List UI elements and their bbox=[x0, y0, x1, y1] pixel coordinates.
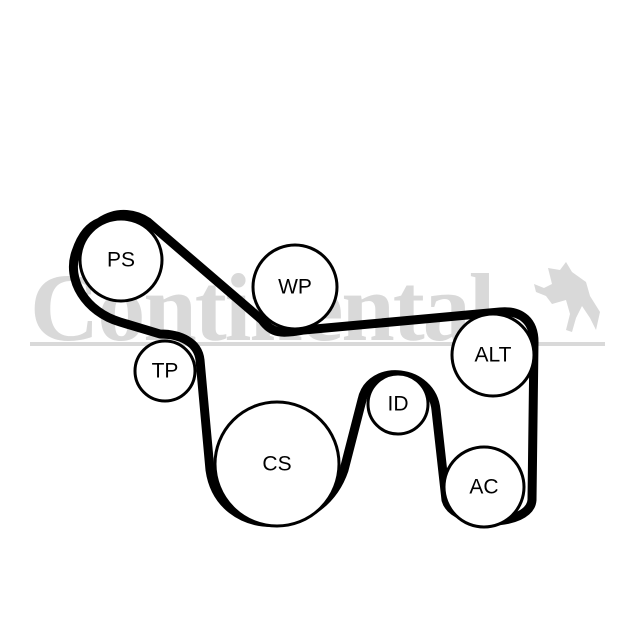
horse-icon bbox=[534, 262, 600, 332]
pulley-ps: PS bbox=[78, 217, 164, 303]
pulley-ac: AC bbox=[442, 445, 526, 529]
pulley-ps-label: PS bbox=[107, 249, 135, 272]
pulley-alt: ALT bbox=[450, 312, 536, 398]
pulley-wp-label: WP bbox=[278, 276, 312, 299]
pulley-tp-label: TP bbox=[152, 360, 179, 383]
pulley-id: ID bbox=[366, 372, 430, 436]
drive-belt bbox=[68, 210, 539, 527]
pulley-wp: WP bbox=[251, 243, 339, 331]
pulley-id-label: ID bbox=[388, 393, 409, 416]
pulley-cs-label: CS bbox=[262, 453, 291, 476]
pulley-alt-label: ALT bbox=[475, 344, 512, 367]
pulley-tp: TP bbox=[133, 339, 197, 403]
watermark-underline bbox=[30, 342, 605, 346]
pulley-cs: CS bbox=[213, 400, 341, 528]
pulley-ac-label: AC bbox=[469, 476, 498, 499]
